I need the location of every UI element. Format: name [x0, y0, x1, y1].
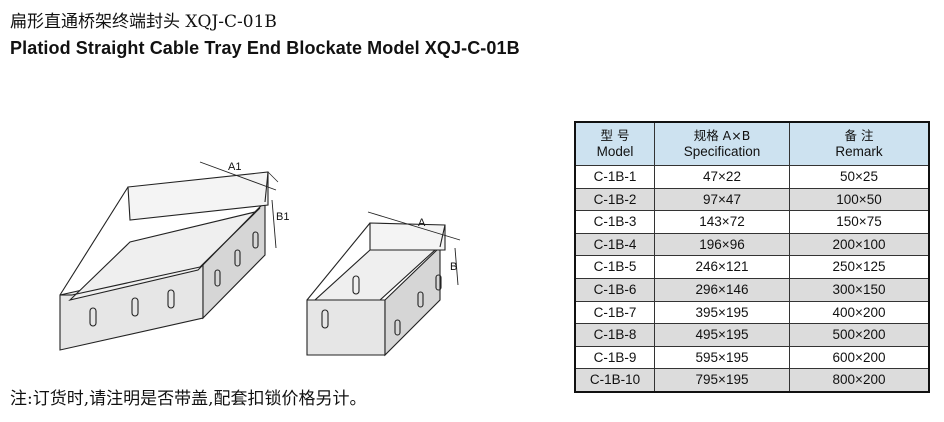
cell-model: C-1B-6: [574, 277, 655, 302]
cell-model: C-1B-9: [574, 345, 655, 370]
cell-remark: 600×200: [789, 345, 930, 370]
cell-remark: 150×75: [789, 210, 930, 234]
small-tray-label-b: B: [450, 261, 457, 273]
cell-model: C-1B-4: [574, 232, 655, 257]
cell-model: C-1B-7: [574, 300, 655, 325]
cell-model: C-1B-5: [574, 255, 655, 279]
small-tray-back-wall: [369, 222, 446, 251]
cell-remark: 50×25: [789, 165, 930, 189]
small-tray-front-face: [306, 299, 386, 356]
cell-model: C-1B-3: [574, 210, 655, 234]
small-tray-right-face: [384, 245, 441, 357]
cell-spec: 795×195: [654, 368, 790, 393]
cell-remark: 200×100: [789, 232, 930, 257]
header-remark-cn: 备 注: [844, 128, 874, 143]
cell-remark: 300×150: [789, 277, 930, 302]
cell-spec: 296×146: [654, 277, 790, 302]
cell-spec: 495×195: [654, 323, 790, 347]
page-title-english: Platiod Straight Cable Tray End Blockate…: [10, 38, 520, 58]
table-row: C-1B-8 495×195 500×200: [574, 323, 930, 347]
large-tray-label-b1: B1: [276, 211, 289, 223]
cell-model: C-1B-8: [574, 323, 655, 347]
cell-spec: 97×47: [654, 187, 790, 212]
table-row: C-1B-7 395×195 400×200: [574, 300, 930, 325]
large-tray-back-wall: [127, 171, 269, 221]
cell-remark: 400×200: [789, 300, 930, 325]
header-model-cn: 型 号: [600, 128, 630, 143]
cable-tray-drawing: A1 B1 A B: [59, 161, 461, 357]
header-model: 型 号 Model: [574, 121, 655, 166]
cell-model: C-1B-2: [574, 187, 655, 212]
header-spec-cn: 规格 A×B: [693, 128, 751, 143]
cell-remark: 100×50: [789, 187, 930, 212]
cell-spec: 143×72: [654, 210, 790, 234]
header-model-en: Model: [596, 143, 634, 159]
cell-spec: 196×96: [654, 232, 790, 257]
cell-spec: 595×195: [654, 345, 790, 370]
table-row: C-1B-6 296×146 300×150: [574, 277, 930, 302]
cell-spec: 395×195: [654, 300, 790, 325]
header-remark: 备 注 Remark: [789, 121, 930, 166]
table-row: C-1B-4 196×96 200×100: [574, 232, 930, 257]
small-tray-label-a: A: [418, 217, 426, 229]
table-row: C-1B-2 97×47 100×50: [574, 187, 930, 212]
cell-model: C-1B-1: [574, 165, 655, 189]
cell-model: C-1B-10: [574, 368, 655, 393]
table-row: C-1B-3 143×72 150×75: [574, 210, 930, 234]
large-tray-bottom: [68, 211, 257, 301]
page-title-chinese: 扁形直通桥架终端封头 XQJ-C-01B: [10, 12, 277, 32]
header-spec-en: Specification: [683, 143, 761, 159]
header-remark-en: Remark: [835, 143, 883, 159]
table-row: C-1B-1 47×22 50×25: [574, 165, 930, 189]
table-row: C-1B-9 595×195 600×200: [574, 345, 930, 370]
header-specification: 规格 A×B Specification: [654, 121, 790, 166]
cell-spec: 47×22: [654, 165, 790, 189]
cell-spec: 246×121: [654, 255, 790, 279]
cell-remark: 800×200: [789, 368, 930, 393]
table-header-row: 型 号 Model 规格 A×B Specification 备 注 Remar…: [574, 121, 930, 166]
large-tray-label-a1: A1: [228, 161, 241, 173]
table-row: C-1B-5 246×121 250×125: [574, 255, 930, 279]
cell-remark: 250×125: [789, 255, 930, 279]
cell-remark: 500×200: [789, 323, 930, 347]
specification-table: 型 号 Model 规格 A×B Specification 备 注 Remar…: [574, 121, 930, 393]
table-row: C-1B-10 795×195 800×200: [574, 368, 930, 393]
order-note: 注:订货时,请注明是否带盖,配套扣锁价格另计。: [10, 389, 367, 409]
